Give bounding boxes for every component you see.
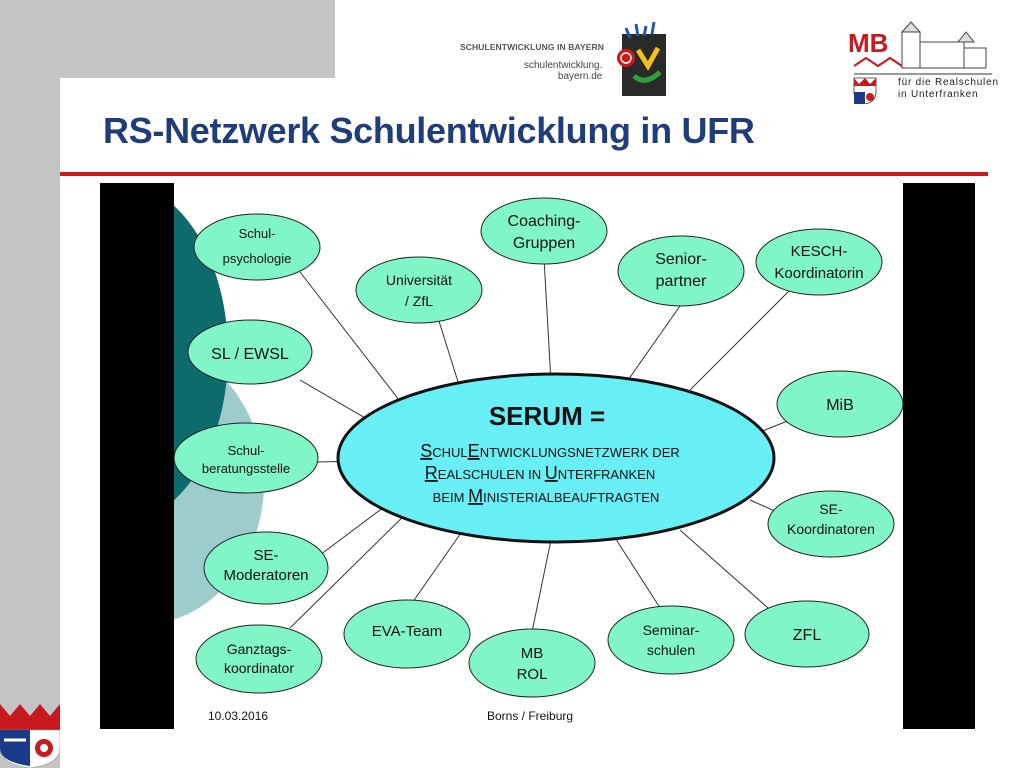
node-se-koordinatoren-line1: SE- <box>819 501 843 517</box>
left-black-bar <box>100 183 174 729</box>
node-kesch-line2: Koordinatorin <box>774 265 863 282</box>
right-black-bar <box>903 183 975 729</box>
page-title: RS-Netzwerk Schulentwicklung in UFR <box>103 110 755 151</box>
footer-author: Borns / Freiburg <box>487 709 574 723</box>
mb-subtitle-line2: in Unterfranken <box>898 89 979 100</box>
node-schulpsychologie: Schul- psychologie <box>193 213 321 281</box>
node-mib-label: MiB <box>826 397 854 414</box>
node-schulpsychologie-line2: psychologie <box>223 251 292 266</box>
node-mib: MiB <box>776 370 904 438</box>
center-line3-part1: BEIM <box>433 490 468 505</box>
node-sl-ewsl-label: SL / EWSL <box>211 346 289 363</box>
mb-subtitle-line1: für die Realschulen <box>898 77 999 88</box>
center-line2-cap-u: U <box>545 463 558 483</box>
center-node-serum: SERUM = SCHULENTWICKLUNGSNETZWERK DER RE… <box>336 372 776 544</box>
node-seminar-line2: schulen <box>647 642 695 658</box>
node-universitaet-zfl: Universität / ZfL <box>355 256 483 324</box>
node-beratung-line1: Schul- <box>228 443 265 458</box>
node-schulberatungsstelle: Schul- beratungsstelle <box>173 422 319 494</box>
node-beratung-line2: beratungsstelle <box>202 461 290 476</box>
node-kesch-line1: KESCH- <box>791 243 848 260</box>
node-seminar-line1: Seminar- <box>643 622 700 638</box>
center-line1-part1: CHUL <box>432 445 467 460</box>
node-sl-ewsl: SL / EWSL <box>187 319 313 385</box>
node-eva-label: EVA-Team <box>372 623 443 640</box>
franconian-coat-of-arms-icon <box>0 704 60 768</box>
schulentwicklung-face-logo-icon <box>617 21 666 96</box>
center-line3-cap-m: M <box>468 486 483 506</box>
center-line1: SCHULENTWICKLUNGSNETZWERK DER <box>420 441 680 461</box>
center-line2-cap-r: R <box>425 463 438 483</box>
node-mb-rol: MB ROL <box>468 628 596 698</box>
node-coaching-line2: Gruppen <box>513 235 575 252</box>
node-se-koordinatoren: SE- Koordinatoren <box>767 490 895 558</box>
node-kesch-koordinatorin: KESCH- Koordinatorin <box>755 228 883 296</box>
node-ganztags-line2: koordinator <box>224 660 294 676</box>
node-ganztags-line1: Ganztags- <box>227 641 292 657</box>
se-logo-url: schulentwicklung. bayern.de <box>524 60 602 82</box>
node-coaching-gruppen: Coaching- Gruppen <box>480 197 608 265</box>
se-logo-url-line1: schulentwicklung. <box>524 60 603 71</box>
node-universitaet-line1: Universität <box>386 272 452 288</box>
node-senior-line2: partner <box>656 273 707 290</box>
center-line3-part2: INISTERIALBEAUFTRAGTEN <box>483 490 659 505</box>
center-line1-cap-s: S <box>420 441 432 461</box>
mb-logo-text: MB <box>848 28 888 58</box>
center-title: SERUM = <box>489 401 605 431</box>
mb-subtitle: für die Realschulen in Unterfranken <box>898 77 999 101</box>
node-seniorpartner: Senior- partner <box>617 235 745 307</box>
center-line2: REALSCHULEN IN UNTERFRANKEN <box>425 463 655 483</box>
node-eva-team: EVA-Team <box>343 599 471 669</box>
node-senior-line1: Senior- <box>655 251 707 268</box>
grey-sidebar <box>0 0 60 768</box>
node-se-moderatoren: SE- Moderatoren <box>203 531 329 605</box>
grey-top-band <box>0 0 335 78</box>
node-mb-rol-line2: ROL <box>517 666 548 683</box>
se-logo-line1: SCHULENTWICKLUNG IN BAYERN <box>460 42 604 52</box>
footer-date: 10.03.2016 <box>208 709 269 723</box>
center-line1-part2: NTWICKLUNGSNETZWERK DER <box>480 445 680 460</box>
se-logo-url-line2: bayern.de <box>557 71 603 82</box>
title-divider <box>60 172 988 176</box>
fortress-mb-logo-icon: MB <box>848 21 992 104</box>
node-se-koordinatoren-line2: Koordinatoren <box>787 521 875 537</box>
node-zfl-label: ZFL <box>793 627 822 644</box>
node-mb-rol-line1: MB <box>521 645 544 662</box>
node-coaching-line1: Coaching- <box>508 213 581 230</box>
node-seminarschulen: Seminar- schulen <box>607 605 735 675</box>
center-line2-part1: EALSCHULEN IN <box>438 467 545 482</box>
center-line3: BEIM MINISTERIALBEAUFTRAGTEN <box>433 486 660 506</box>
node-ganztagskoordinator: Ganztags- koordinator <box>195 624 323 694</box>
node-universitaet-line2: / ZfL <box>405 293 433 309</box>
node-se-moderatoren-line1: SE- <box>253 547 278 564</box>
center-line1-cap-e: E <box>468 441 480 461</box>
center-line2-part2: NTERFRANKEN <box>558 467 656 482</box>
node-schulpsychologie-line1: Schul- <box>239 226 276 241</box>
node-se-moderatoren-line2: Moderatoren <box>223 567 308 584</box>
node-zfl: ZFL <box>744 600 870 668</box>
